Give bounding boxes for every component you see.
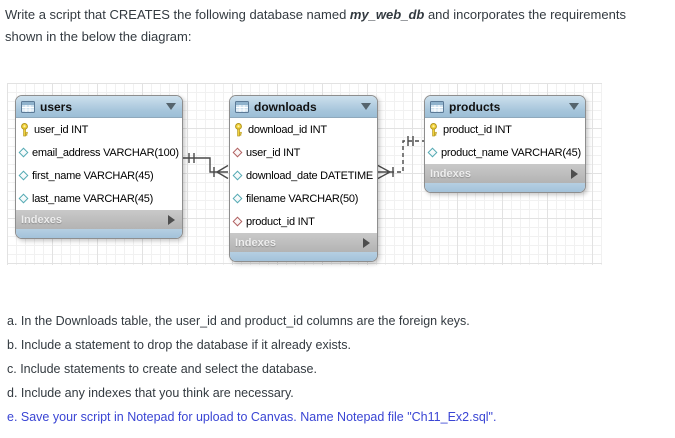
column-row: product_name VARCHAR(45) xyxy=(425,141,585,164)
table-icon xyxy=(430,100,444,113)
requirement-item: a. In the Downloads table, the user_id a… xyxy=(7,314,470,328)
column-icon xyxy=(18,193,29,204)
collapse-caret-icon xyxy=(569,103,579,110)
column-label: first_name VARCHAR(45) xyxy=(32,169,154,182)
column-label: download_id INT xyxy=(248,123,327,136)
column-row: filename VARCHAR(50) xyxy=(230,187,377,210)
table-title: downloads xyxy=(254,99,317,114)
column-icon xyxy=(232,170,243,181)
table-users: users user_id INT email_address VARCHAR(10… xyxy=(15,95,183,239)
requirement-item: d. Include any indexes that you think ar… xyxy=(7,386,294,400)
primary-key-icon xyxy=(234,122,243,137)
requirements-list: a. In the Downloads table, the user_id a… xyxy=(7,314,667,434)
collapse-caret-icon xyxy=(361,103,371,110)
column-icon xyxy=(232,193,243,204)
requirement-item: b. Include a statement to drop the datab… xyxy=(7,338,351,352)
table-footer xyxy=(425,183,585,192)
instruction-line-1: Write a script that CREATES the followin… xyxy=(5,7,626,22)
column-label: user_id INT xyxy=(246,146,301,159)
column-row: product_id INT xyxy=(230,210,377,233)
column-label: product_name VARCHAR(45) xyxy=(441,146,581,159)
column-icon xyxy=(427,147,438,158)
collapse-caret-icon xyxy=(166,103,176,110)
table-header: downloads xyxy=(230,96,377,118)
column-row: download_date DATETIME xyxy=(230,164,377,187)
column-icon xyxy=(18,170,29,181)
column-label: user_id INT xyxy=(34,123,89,136)
indexes-row: Indexes xyxy=(16,210,182,229)
column-label: email_address VARCHAR(100) xyxy=(32,146,179,159)
column-row: user_id INT xyxy=(16,118,182,141)
column-row: last_name VARCHAR(45) xyxy=(16,187,182,210)
column-row: user_id INT xyxy=(230,141,377,164)
indexes-label: Indexes xyxy=(430,167,471,180)
primary-key-icon xyxy=(429,122,438,137)
foreign-key-icon xyxy=(232,147,243,158)
table-icon xyxy=(21,100,35,113)
column-label: product_id INT xyxy=(443,123,512,136)
column-label: last_name VARCHAR(45) xyxy=(32,192,154,205)
column-label: filename VARCHAR(50) xyxy=(246,192,359,205)
table-icon xyxy=(235,100,249,113)
table-header: users xyxy=(16,96,182,118)
table-footer xyxy=(230,252,377,261)
column-row: product_id INT xyxy=(425,118,585,141)
indexes-row: Indexes xyxy=(230,233,377,252)
table-downloads: downloads download_id INT user_id INT downl… xyxy=(229,95,378,262)
table-title: products xyxy=(449,99,501,114)
table-footer xyxy=(16,229,182,238)
indexes-label: Indexes xyxy=(235,236,276,249)
indexes-label: Indexes xyxy=(21,213,62,226)
column-label: product_id INT xyxy=(246,215,315,228)
instruction-line-2: shown in the below the diagram: xyxy=(5,29,192,44)
column-row: first_name VARCHAR(45) xyxy=(16,164,182,187)
requirement-item: e. Save your script in Notepad for uploa… xyxy=(7,410,497,424)
expand-caret-icon xyxy=(363,237,370,248)
primary-key-icon xyxy=(20,122,29,137)
requirement-item: c. Include statements to create and sele… xyxy=(7,362,317,376)
assignment-instructions: Write a script that CREATES the followin… xyxy=(5,4,673,48)
expand-caret-icon xyxy=(571,168,578,179)
table-products: products product_id INT product_name VARCH… xyxy=(424,95,586,193)
indexes-row: Indexes xyxy=(425,164,585,183)
table-header: products xyxy=(425,96,585,118)
column-row: download_id INT xyxy=(230,118,377,141)
table-title: users xyxy=(40,99,73,114)
foreign-key-icon xyxy=(232,216,243,227)
column-label: download_date DATETIME xyxy=(246,169,373,182)
column-row: email_address VARCHAR(100) xyxy=(16,141,182,164)
column-icon xyxy=(18,147,29,158)
database-name: my_web_db xyxy=(349,7,425,22)
expand-caret-icon xyxy=(168,214,175,225)
